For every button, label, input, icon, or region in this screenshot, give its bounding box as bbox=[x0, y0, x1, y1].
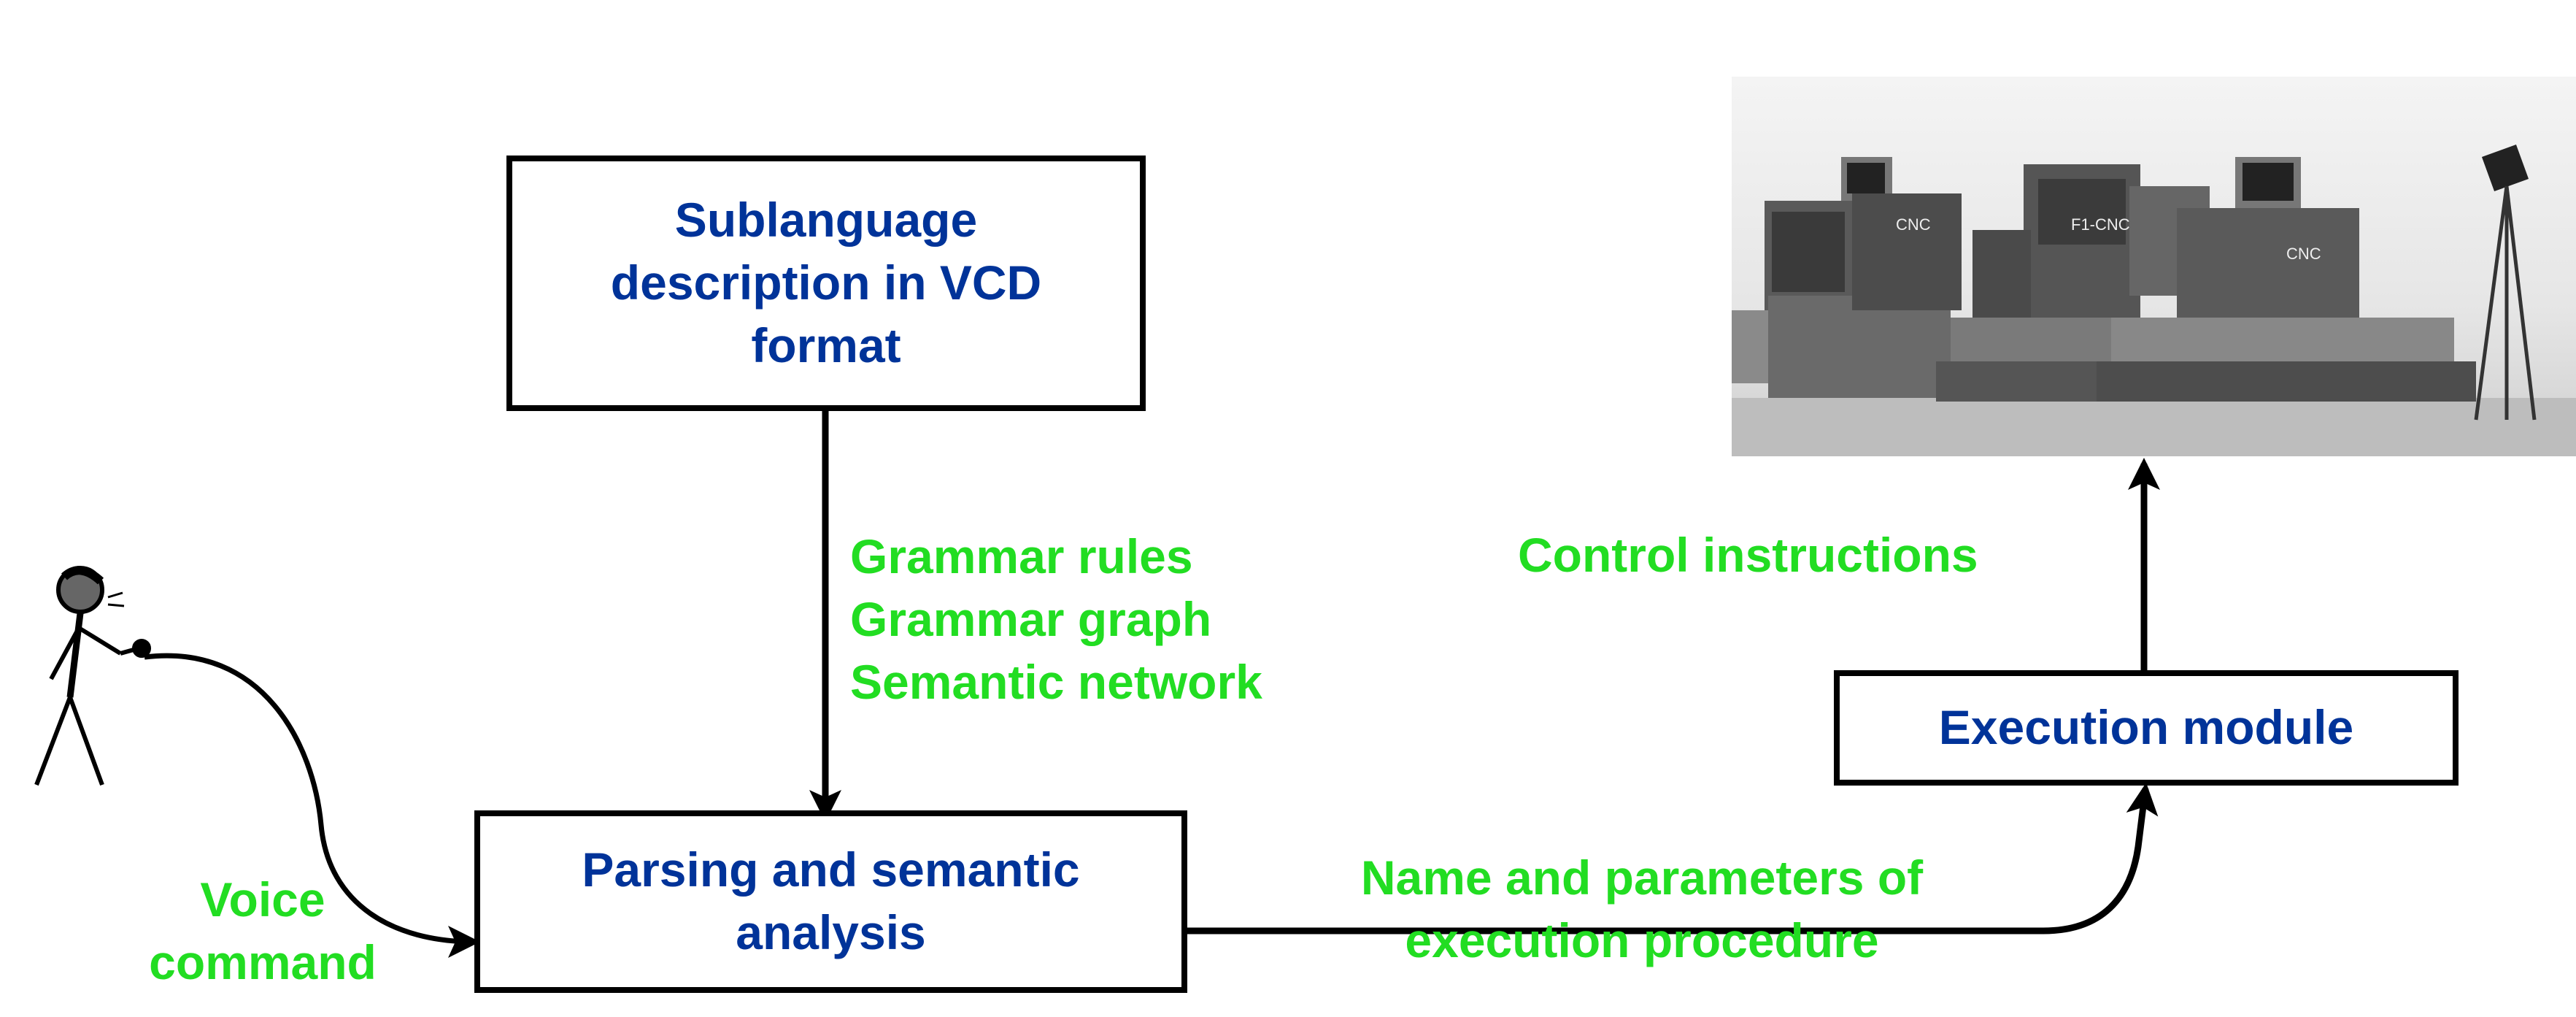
svg-text:F1-CNC: F1-CNC bbox=[2071, 215, 2130, 234]
arrow-voice-to-parsing bbox=[144, 653, 480, 958]
node-sublanguage-label: Sublanguage description in VCD format bbox=[610, 193, 1042, 372]
svg-text:CNC: CNC bbox=[1896, 215, 1931, 234]
arrow-parsing-to-execution bbox=[1187, 783, 2159, 935]
cnc-machine-photo: CNC F1-CNC CNC bbox=[1732, 77, 2576, 456]
label-control-instructions: Control instructions bbox=[1518, 528, 1978, 582]
node-sublanguage: Sublanguage description in VCD format bbox=[506, 156, 1146, 411]
label-voice-command: Voice command bbox=[149, 872, 377, 989]
person-speaking-icon bbox=[34, 566, 151, 786]
node-execution-label: Execution module bbox=[1938, 700, 2354, 755]
node-parsing-label: Parsing and semantic analysis bbox=[582, 843, 1080, 959]
label-name-parameters: Name and parameters of execution procedu… bbox=[1360, 851, 1924, 967]
svg-text:CNC: CNC bbox=[2286, 245, 2321, 263]
node-execution: Execution module bbox=[1834, 670, 2459, 786]
node-parsing: Parsing and semantic analysis bbox=[474, 810, 1187, 993]
label-grammar: Grammar rules Grammar graph Semantic net… bbox=[850, 529, 1262, 709]
